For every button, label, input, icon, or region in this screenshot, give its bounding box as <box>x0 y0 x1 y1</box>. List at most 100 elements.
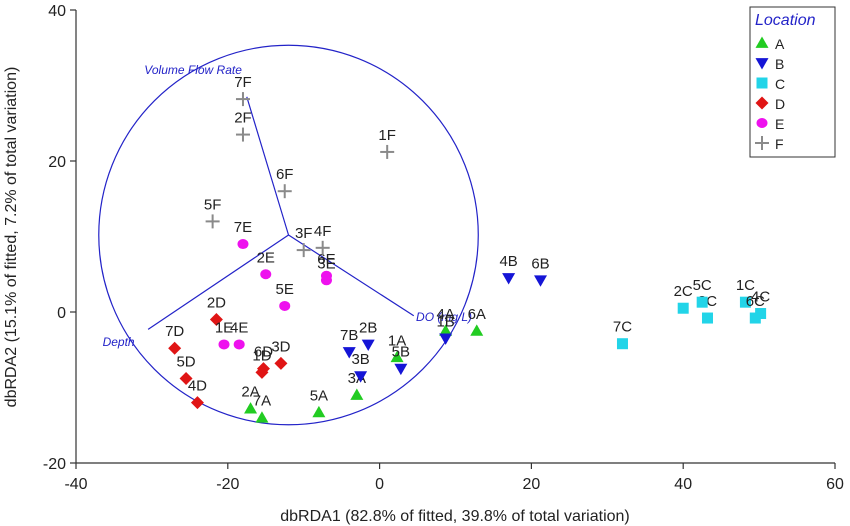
x-tick-label: 40 <box>674 476 692 493</box>
data-point <box>701 312 713 324</box>
data-point <box>260 269 272 280</box>
legend-entry: A <box>755 36 785 52</box>
vector-label: Volume Flow Rate <box>144 63 242 77</box>
point-label: 7A <box>253 393 271 410</box>
x-tick-label: -40 <box>64 476 87 493</box>
data-point <box>315 240 330 255</box>
legend-entry: F <box>755 136 784 152</box>
point-label: 4A <box>436 306 454 323</box>
data-point <box>312 405 326 418</box>
x-tick-label: 60 <box>826 476 844 493</box>
point-label: 1D <box>252 347 271 364</box>
data-point <box>274 356 288 370</box>
series-e: 1E 2E 3E 4E 5E 6E 7E <box>215 219 336 350</box>
point-label: 4F <box>314 223 332 240</box>
data-point <box>296 243 311 258</box>
data-point <box>235 127 250 142</box>
vector-label: Depth <box>103 335 135 349</box>
series-c: 1C2C3C4C5C6C7C <box>613 277 770 350</box>
point-label: 1B <box>436 313 454 330</box>
point-label: 2D <box>207 295 226 312</box>
data-point <box>277 184 292 199</box>
point-label: 7C <box>613 319 632 336</box>
data-point <box>256 362 270 376</box>
point-label: 4E <box>230 319 248 336</box>
legend-label: D <box>775 96 785 112</box>
legend-marker <box>756 118 768 128</box>
vector-line <box>246 96 290 236</box>
point-label: 5B <box>392 344 410 361</box>
point-label: 4B <box>499 253 517 270</box>
point-label: 2F <box>234 110 252 127</box>
x-tick-label: 20 <box>523 476 541 493</box>
data-point <box>739 296 751 308</box>
data-point <box>255 411 269 423</box>
point-label: 2A <box>241 384 259 401</box>
data-point <box>616 338 628 350</box>
data-point <box>361 339 375 351</box>
legend-marker <box>755 58 769 70</box>
point-label: 5D <box>176 353 195 370</box>
data-point <box>235 92 250 107</box>
point-label: 3F <box>295 225 313 242</box>
data-point <box>320 270 332 281</box>
data-point <box>350 388 364 400</box>
point-label: 3D <box>271 338 290 355</box>
y-tick-label: 0 <box>57 305 66 322</box>
x-axis-title: dbRDA1 (82.8% of fitted, 39.8% of total … <box>280 508 630 525</box>
data-point <box>380 144 395 159</box>
data-point <box>394 363 408 376</box>
legend-label: C <box>775 76 785 92</box>
legend-marker <box>755 136 769 150</box>
point-label: 1F <box>378 127 396 144</box>
x-tick-label: -20 <box>216 476 239 493</box>
point-label: 3B <box>351 351 369 368</box>
data-point <box>218 339 230 350</box>
legend-marker <box>755 36 769 48</box>
data-point <box>279 300 291 311</box>
point-label: 7B <box>340 327 358 344</box>
correlation-circle <box>98 44 479 426</box>
data-point <box>179 371 193 385</box>
point-label: 7D <box>165 323 184 340</box>
legend-entry: D <box>755 96 785 112</box>
legend-label: A <box>775 36 785 52</box>
legend-marker <box>756 77 768 89</box>
y-axis-title: dbRDA2 (15.1% of fitted, 7.2% of total v… <box>3 67 20 408</box>
data-point <box>168 341 182 355</box>
point-label: 7E <box>234 219 252 236</box>
point-label: 6E <box>317 251 335 268</box>
data-point <box>209 313 223 327</box>
data-point <box>470 324 484 336</box>
y-tick-label: 40 <box>48 3 66 20</box>
data-point <box>244 402 258 414</box>
point-label: 4D <box>188 378 207 395</box>
point-label: 5E <box>276 281 294 298</box>
data-point <box>502 273 516 285</box>
point-label: 4C <box>751 289 770 306</box>
point-label: 2C <box>674 283 693 300</box>
point-label: 1E <box>215 319 233 336</box>
data-point <box>534 275 548 287</box>
point-label: 6B <box>531 255 549 272</box>
point-label: 1C <box>736 277 755 294</box>
data-point <box>696 296 708 308</box>
point-label: 6A <box>468 306 486 323</box>
legend-label: B <box>775 56 784 72</box>
data-point <box>205 214 220 229</box>
data-point <box>390 350 404 363</box>
point-label: 5F <box>204 196 222 213</box>
legend-entry: B <box>755 56 784 72</box>
data-points: 1A2A3A4A5A6A7A1B2B3B4B5B6B7B1C2C3C4C5C6C… <box>165 74 770 423</box>
point-label: 6C <box>746 293 765 310</box>
point-label: 3E <box>317 255 335 272</box>
point-label: 7F <box>234 74 252 91</box>
legend-label: F <box>775 136 784 152</box>
point-label: 2E <box>257 249 275 266</box>
data-point <box>439 333 453 345</box>
point-label: 6F <box>276 166 294 183</box>
